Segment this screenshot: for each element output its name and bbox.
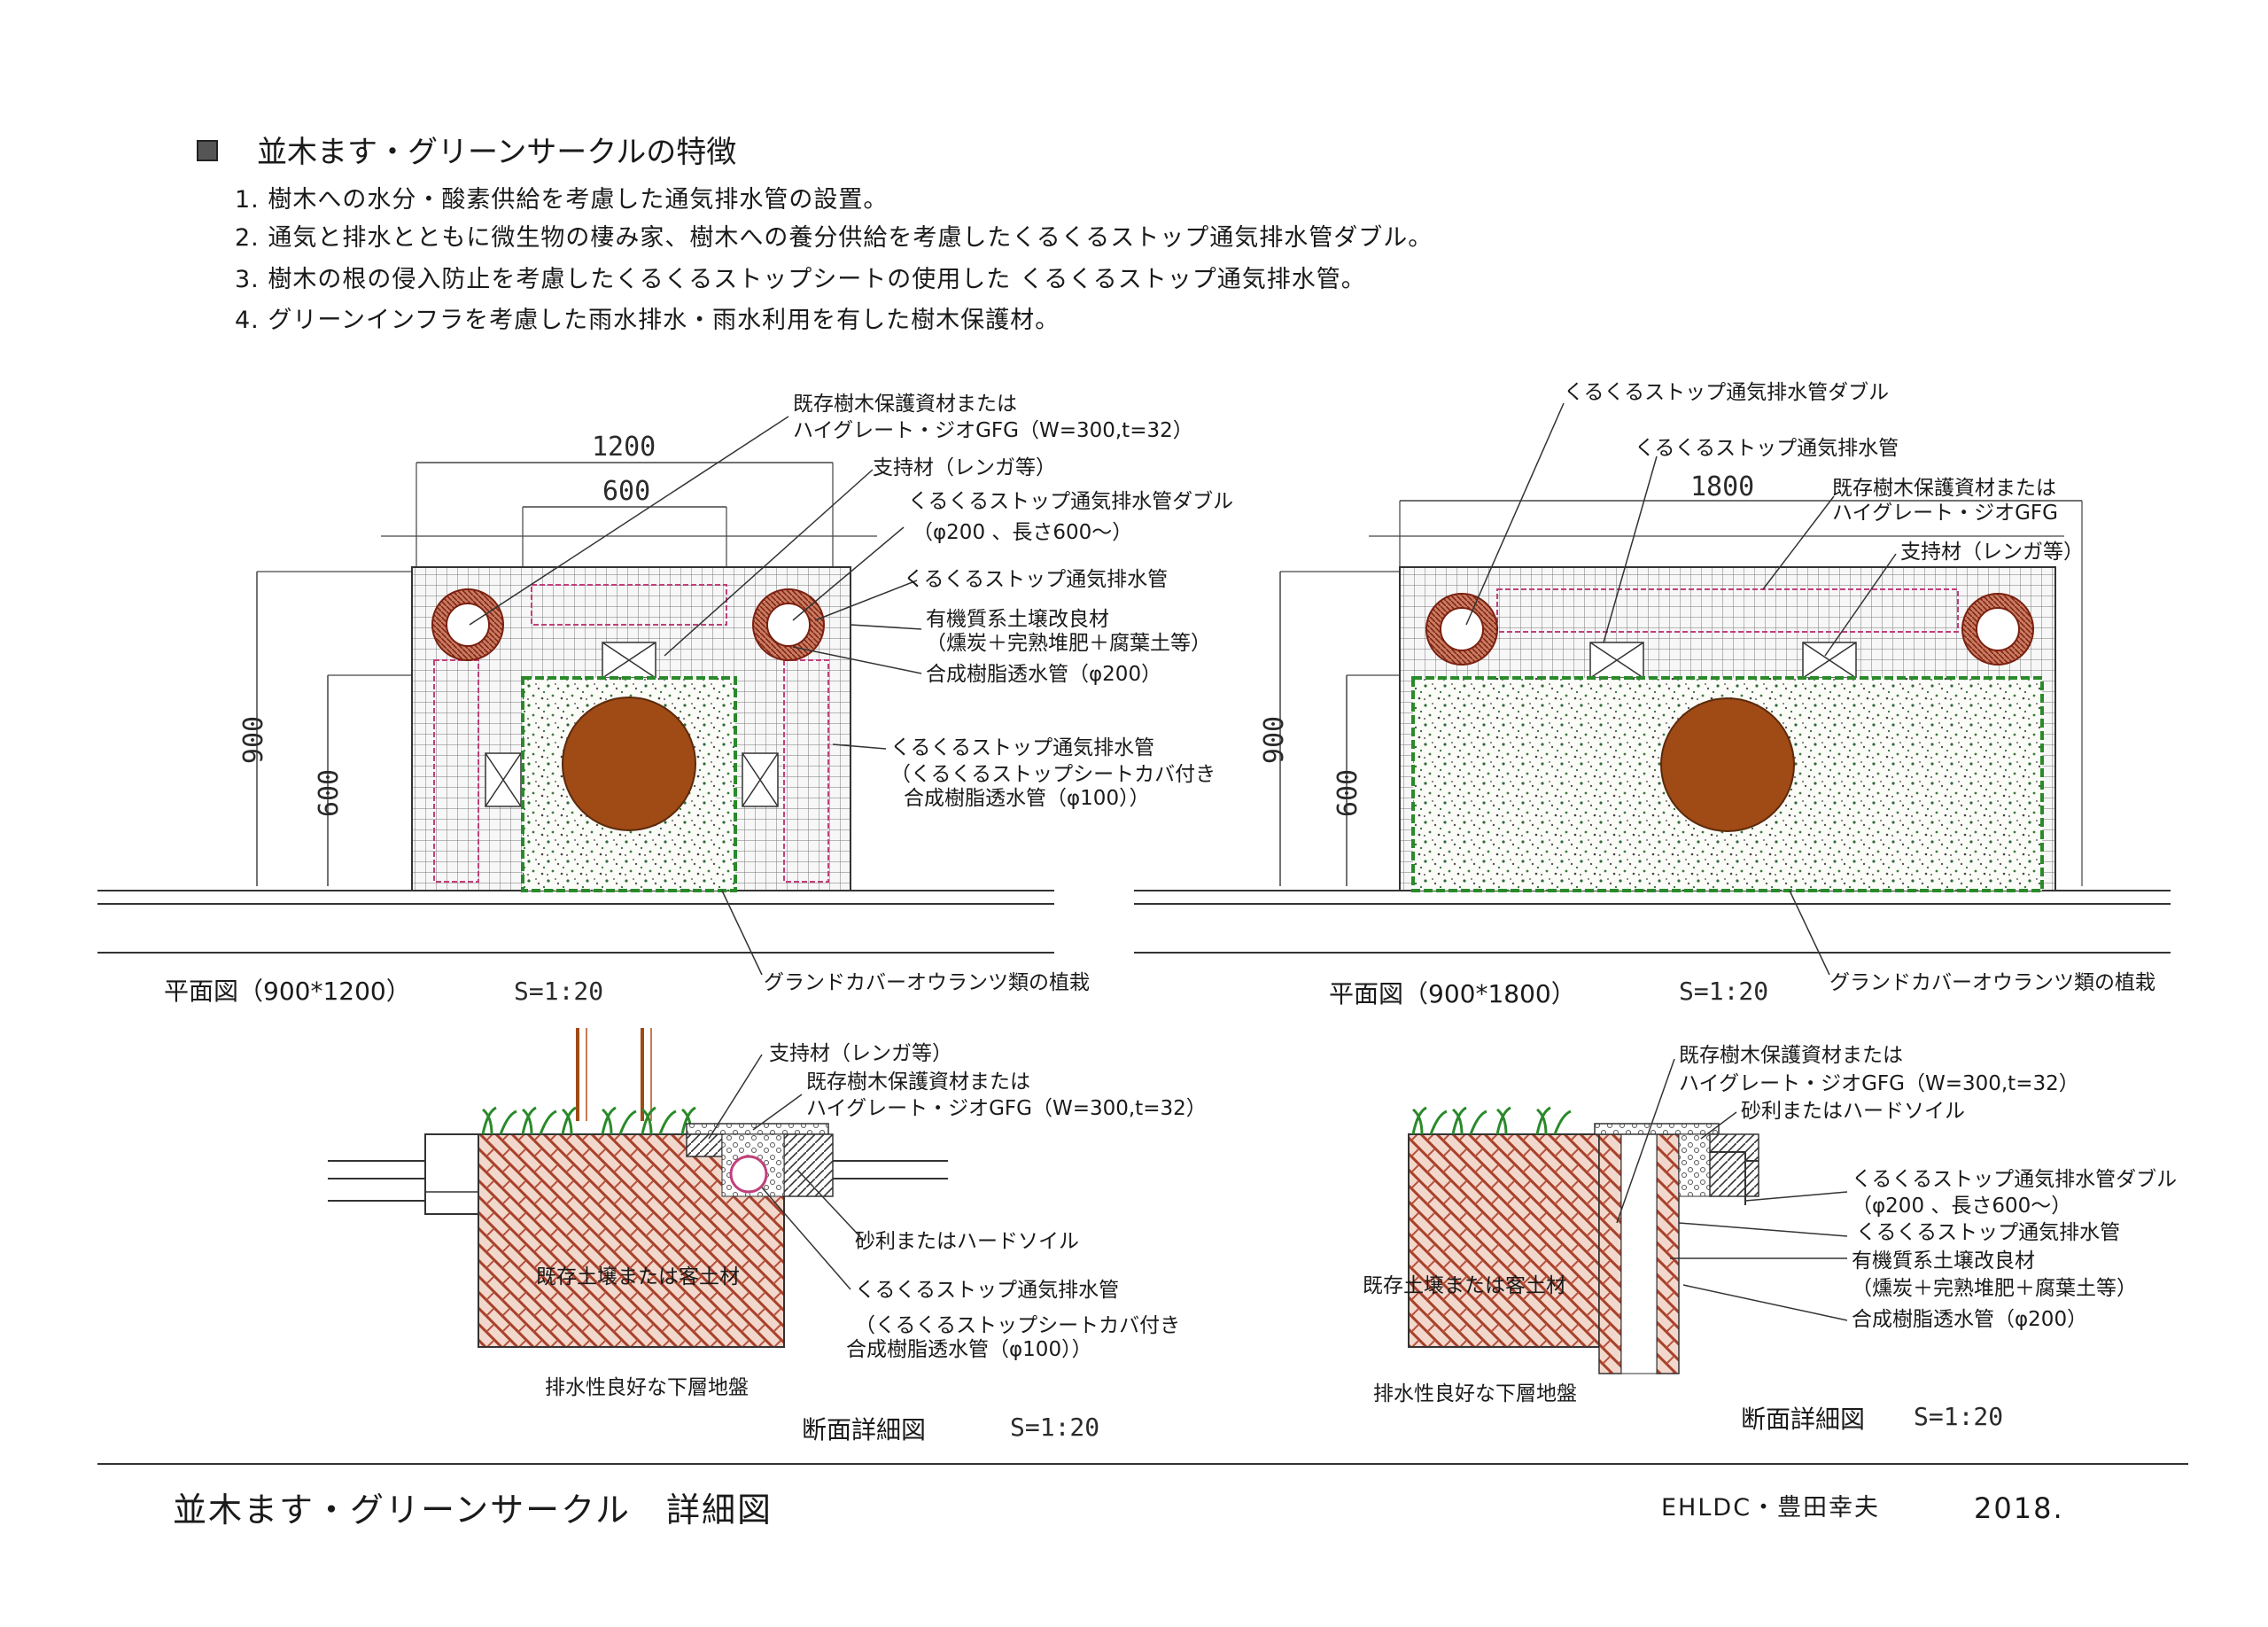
label-resin200: 合成樹脂透水管（φ200） (926, 663, 1162, 686)
label-ground-right: グランドカバーオウランツ類の植栽 (1829, 971, 2155, 994)
plan-left (97, 416, 1054, 976)
label-sec-pipe: くるくるストップ通気排水管 (855, 1279, 1120, 1302)
label-double-l2: （φ200 、長さ600～） (913, 521, 1133, 544)
dim-900: 900 (238, 715, 270, 765)
section-left (328, 1028, 948, 1348)
scale-plan-left: S=1:20 (514, 977, 604, 1006)
feature-item-4: 4. グリーンインフラを考慮した雨水排水・雨水利用を有した樹木保護材。 (235, 307, 1060, 334)
label-pipe2: くるくるストップ通気排水管 (890, 736, 1155, 759)
caption-plan-left: 平面図（900*1200） (164, 977, 411, 1006)
label-protect-right-l1: 既存樹木保護資材または (1832, 477, 2056, 500)
label-sec-r-soil-l1: 有機質系土壌改良材 (1852, 1249, 2035, 1273)
footer-title: 並木ます・グリーンサークル 詳細図 (173, 1491, 773, 1530)
label-pipe-right: くるくるストップ通気排水管 (1635, 437, 1899, 460)
footer-year: 2018. (1974, 1491, 2064, 1525)
label-sec-protect-l2: ハイグレート・ジオGFG（W=300,t=32） (806, 1097, 1207, 1120)
title-bullet-icon (197, 140, 218, 161)
label-soil-l1: 有機質系土壌改良材 (926, 608, 1109, 631)
dim-600-top: 600 (602, 476, 651, 507)
footer-author: EHLDC・豊田幸夫 (1661, 1494, 1881, 1522)
dim-600-side: 600 (314, 768, 346, 818)
label-sec-r-soil-l2: （燻炭＋完熟堆肥＋腐葉土等） (1852, 1277, 2137, 1300)
caption-sec-right: 断面詳細図 (1741, 1405, 1866, 1434)
feature-item-2: 2. 通気と排水とともに微生物の棲み家、樹木への養分供給を考慮したくるくるストッ… (235, 224, 1433, 252)
scale-sec-right: S=1:20 (1914, 1402, 2004, 1431)
caption-sec-left: 断面詳細図 (802, 1415, 927, 1444)
label-sec-base: 排水性良好な下層地盤 (545, 1376, 749, 1399)
feature-item-1: 1. 樹木への水分・酸素供給を考慮した通気排水管の設置。 (235, 186, 889, 214)
label-sec-soil-inside: 既存土壌または客土材 (536, 1265, 740, 1288)
label-sec-r-base: 排水性良好な下層地盤 (1373, 1382, 1577, 1405)
section-right (1408, 1058, 1848, 1374)
label-ground: グランドカバーオウランツ類の植栽 (764, 971, 1090, 994)
label-sec-r-protect-l2: ハイグレート・ジオGFG（W=300,t=32） (1679, 1072, 2079, 1095)
label-protect-right-l2: ハイグレート・ジオGFG (1832, 502, 2058, 525)
dim-900-right: 900 (1259, 715, 1291, 765)
label-pipe: くるくるストップ通気排水管 (904, 568, 1169, 591)
label-sec-r-resin200: 合成樹脂透水管（φ200） (1852, 1308, 2088, 1331)
dim-1800: 1800 (1690, 471, 1755, 502)
label-sec-gravel: 砂利またはハードソイル (855, 1230, 1079, 1253)
label-sec-sheet-l2: 合成樹脂透水管（φ100）） (846, 1338, 1092, 1361)
scale-sec-left: S=1:20 (1010, 1413, 1100, 1442)
label-sec-r-soil-inside: 既存土壌または客土材 (1363, 1274, 1566, 1297)
label-support-right: 支持材（レンガ等） (1900, 541, 2084, 564)
label-double-l1: くるくるストップ通気排水管ダブル (908, 490, 1234, 513)
label-sec-support: 支持材（レンガ等） (769, 1042, 952, 1065)
label-sec-r-pipe: くるくるストップ通気排水管 (1856, 1221, 2121, 1244)
scale-plan-right: S=1:20 (1679, 977, 1769, 1006)
label-protect-l1: 既存樹木保護資材または (793, 393, 1017, 416)
label-support: 支持材（レンガ等） (873, 456, 1056, 479)
dim-1200: 1200 (592, 432, 656, 463)
feature-item-3: 3. 樹木の根の侵入防止を考慮したくるくるストップシートの使用した くるくるスト… (235, 266, 1366, 293)
label-sec-r-double-l2: （φ200 、長さ600～） (1852, 1195, 2072, 1218)
label-sec-r-double-l1: くるくるストップ通気排水管ダブル (1852, 1168, 2178, 1191)
label-sec-protect-l1: 既存樹木保護資材または (806, 1070, 1030, 1094)
label-sheet-l1: （くるくるストップシートカバ付き (890, 763, 1216, 786)
caption-plan-right: 平面図（900*1800） (1329, 979, 1576, 1008)
label-soil-l2: （燻炭＋完熟堆肥＋腐葉土等） (926, 632, 1211, 655)
dim-600-side-right: 600 (1332, 768, 1364, 818)
label-sheet-l2: 合成樹脂透水管（φ100）） (904, 787, 1150, 810)
label-sec-sheet-l1: （くるくるストップシートカバ付き (855, 1314, 1181, 1337)
plan-right (1134, 402, 2171, 976)
features-title: 並木ます・グリーンサークルの特徴 (257, 135, 737, 170)
label-protect-l2: ハイグレート・ジオGFG（W=300,t=32） (793, 419, 1193, 442)
label-sec-r-gravel: 砂利またはハードソイル (1741, 1100, 1965, 1123)
label-sec-r-protect-l1: 既存樹木保護資材または (1679, 1044, 1903, 1067)
label-double-right: くるくるストップ通気排水管ダブル (1564, 381, 1890, 404)
